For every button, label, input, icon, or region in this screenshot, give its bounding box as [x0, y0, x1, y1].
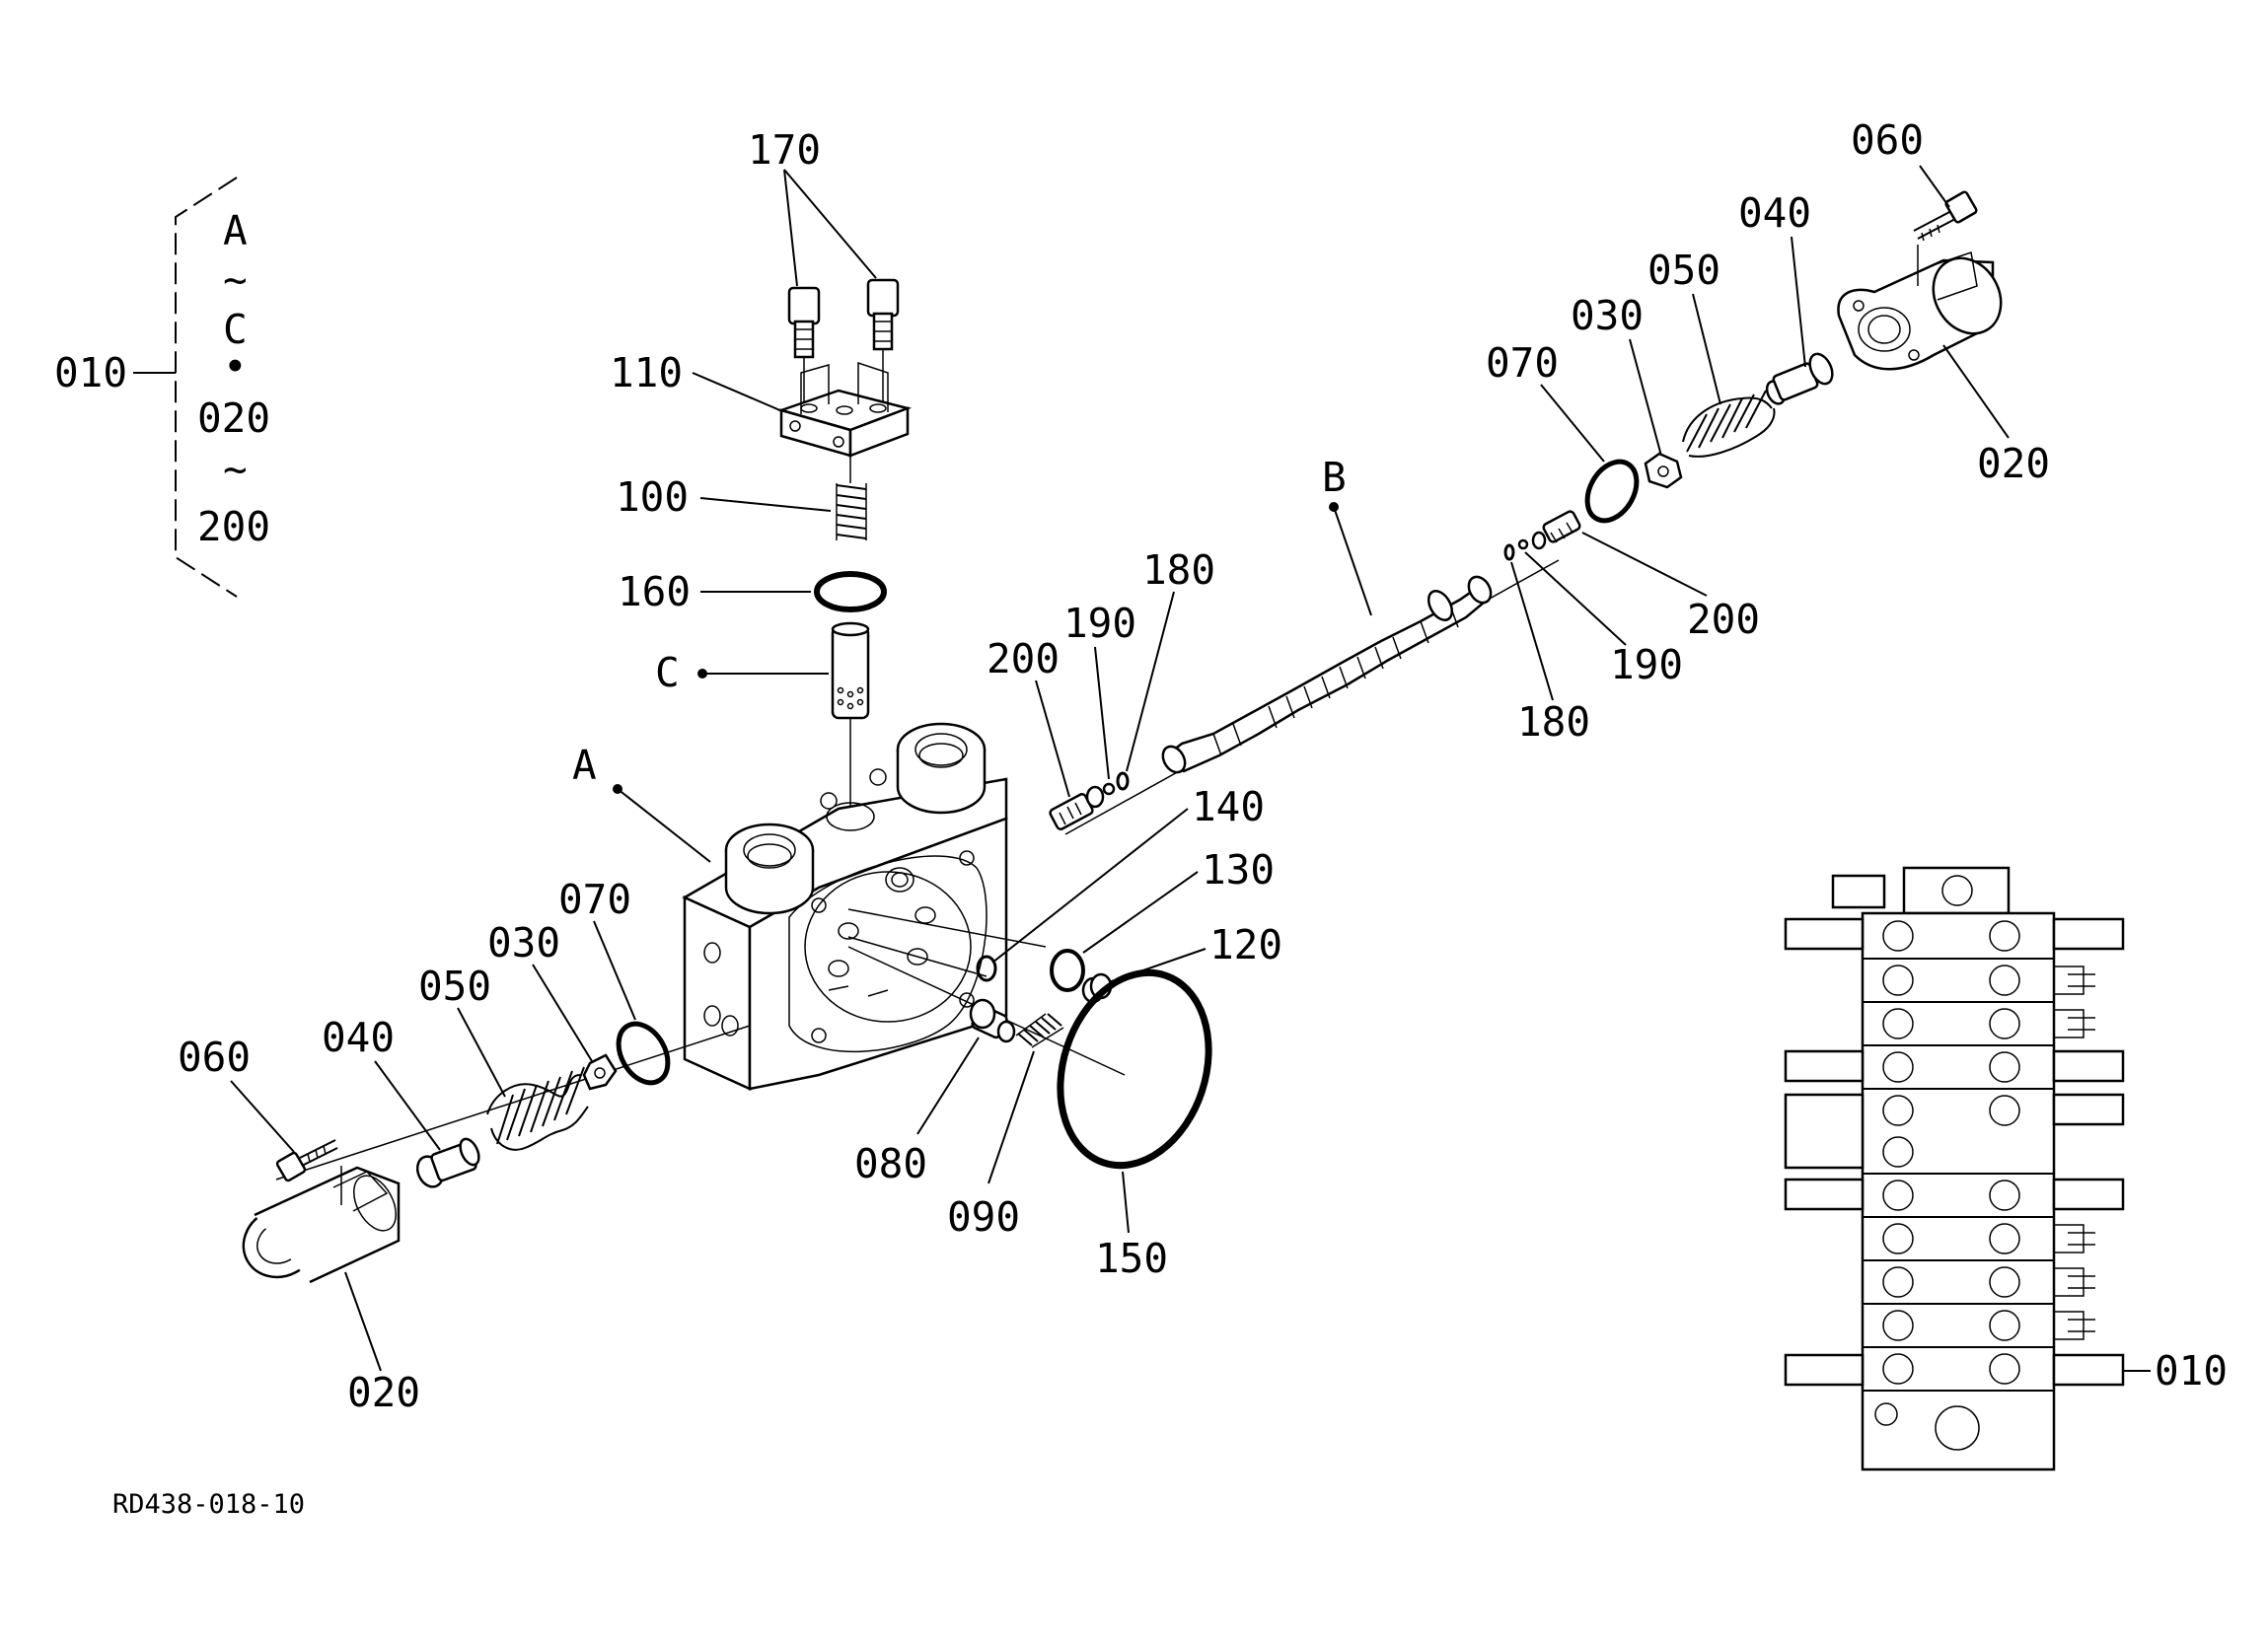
callout-140: 140 [1192, 783, 1265, 830]
key-range-2: ~ [223, 446, 248, 493]
bolt-060-right [1913, 190, 1978, 242]
sub-assembly-a-label: A [572, 742, 597, 789]
spring-seat-030-left [582, 1053, 618, 1091]
body-seal-parts: 140 130 120 150 080 090 [854, 783, 1282, 1282]
valve-bank-callout-010: 010 [2155, 1347, 2228, 1395]
o-ring-130 [1050, 949, 1085, 992]
callout-110: 110 [610, 349, 683, 396]
key-item-a: A [223, 207, 248, 254]
ring-190-mid [1102, 782, 1116, 796]
valve-body-a: A [572, 722, 1008, 1091]
callout-040-right: 040 [1738, 189, 1811, 237]
axis-main [275, 1025, 751, 1181]
callout-180-mid: 180 [1142, 546, 1215, 594]
sub-assembly-c-label: C [655, 649, 680, 696]
callout-180-right: 180 [1517, 698, 1590, 746]
callout-020-left: 020 [347, 1369, 420, 1416]
plunger-040-right [1765, 352, 1834, 405]
drawing-code: RD438-018-10 [112, 1489, 305, 1520]
ring-190-right [1517, 538, 1529, 550]
key-range-1: ~ [223, 256, 248, 304]
spring-090 [1015, 1013, 1064, 1048]
spool-b [1161, 575, 1493, 774]
cap-020-left [242, 1166, 401, 1284]
upper-right-assembly: 180 190 200 070 030 050 040 [1486, 116, 2050, 746]
port-boss-left [724, 823, 815, 915]
lower-left-assembly: 070 030 050 040 060 [178, 876, 671, 1416]
plug-200-mid [1049, 785, 1105, 830]
callout-100: 100 [616, 473, 689, 521]
callout-150: 150 [1095, 1235, 1168, 1282]
spring-050-right [1682, 390, 1776, 458]
o-ring-140 [976, 955, 997, 982]
small-ring-180-right [1503, 543, 1515, 561]
key-item-200: 200 [197, 503, 270, 550]
plug-200-right [1531, 510, 1581, 550]
spool-b-group: B 200 190 180 [987, 454, 1560, 835]
top-stack: 170 110 [610, 126, 913, 828]
callout-020-right: 020 [1977, 440, 2050, 487]
cap-020-right [1837, 245, 2003, 371]
callout-170: 170 [748, 126, 821, 174]
o-ring-180-mid [1116, 771, 1130, 791]
spring-050-left [486, 1066, 589, 1151]
spring-seat-030-right [1644, 452, 1683, 489]
o-ring-150 [1057, 968, 1212, 1170]
axis-bore [847, 936, 988, 977]
callout-060-left: 060 [178, 1034, 251, 1081]
bolt-060-left [275, 1139, 338, 1182]
callout-050-left: 050 [418, 963, 491, 1010]
spring-100 [836, 456, 867, 540]
callout-080: 080 [854, 1140, 927, 1187]
bolt-170-left [787, 286, 821, 359]
o-ring-070-left [616, 1021, 671, 1086]
valve-bank-overview: 010 [1784, 866, 2228, 1471]
plunger-040-left [415, 1137, 480, 1188]
callout-120: 120 [1209, 921, 1282, 968]
key-item-020: 020 [197, 394, 270, 442]
callout-030-right: 030 [1571, 292, 1644, 339]
callout-070-left: 070 [558, 876, 631, 923]
callout-050-right: 050 [1647, 247, 1720, 294]
plate-110 [776, 361, 913, 458]
callout-200-mid: 200 [987, 635, 1060, 682]
bolt-170-right [866, 278, 900, 351]
o-ring-070-right [1584, 459, 1640, 524]
callout-190-mid: 190 [1063, 600, 1136, 647]
callout-130: 130 [1202, 846, 1275, 894]
valve-bank-handles [1784, 917, 2125, 1387]
callout-160: 160 [618, 568, 691, 615]
callout-090: 090 [947, 1193, 1020, 1241]
sub-assembly-b-label: B [1322, 454, 1347, 501]
axis-upper [847, 908, 1047, 948]
callout-060-right: 060 [1851, 116, 1924, 164]
valve-bank-sections [1863, 920, 2054, 1451]
assembly-key: 010 A ~ C • 020 ~ 200 [54, 177, 270, 598]
callout-200-right: 200 [1687, 596, 1760, 643]
sub-assembly-c [831, 621, 870, 720]
callout-030-left: 030 [487, 919, 560, 966]
poppet-080 [969, 998, 1016, 1043]
key-parent-label: 010 [54, 349, 127, 396]
callout-040-left: 040 [322, 1014, 395, 1061]
key-separator: • [223, 343, 248, 391]
o-ring-160 [814, 571, 887, 612]
port-boss-right [896, 722, 987, 815]
key-item-c: C [223, 306, 248, 353]
callout-190-right: 190 [1610, 641, 1683, 688]
callout-070-right: 070 [1486, 339, 1559, 387]
